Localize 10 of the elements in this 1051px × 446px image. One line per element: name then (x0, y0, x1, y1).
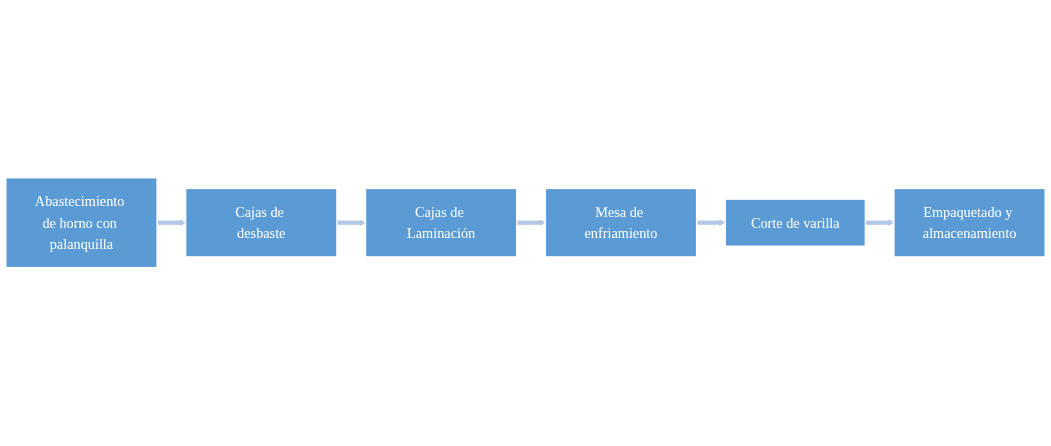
node-box: Corte de varilla (724, 198, 867, 248)
node-box: Cajas de desbaste (184, 188, 338, 258)
node-box: Mesa de enfriamiento (544, 188, 698, 258)
arrow (336, 219, 366, 227)
node-box: Abastecimiento de horno con palanquilla (5, 177, 158, 269)
node-box: Empaquetado y almacenamiento (893, 188, 1046, 258)
arrow (696, 219, 726, 227)
arrow (157, 219, 186, 227)
node-box: Cajas de Laminación (364, 188, 518, 258)
arrow (516, 219, 546, 227)
